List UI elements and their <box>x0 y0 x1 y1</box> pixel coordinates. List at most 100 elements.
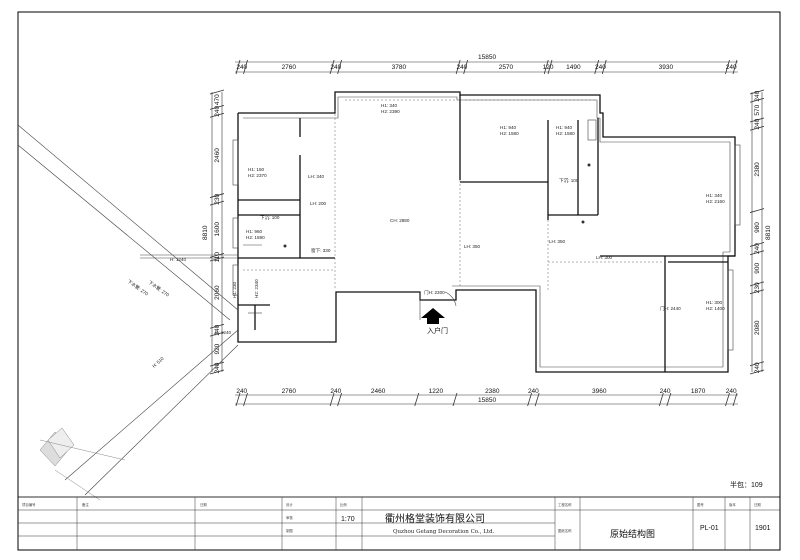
anno-lh-350b: LH: 350 <box>549 239 566 244</box>
left-seg-3: 230 <box>214 194 221 205</box>
svg-text:版本: 版本 <box>729 502 736 507</box>
right-total-dim: 8810 <box>765 225 772 240</box>
right-seg-6: 900 <box>754 262 761 273</box>
anno-door-2300: 门H: 2300 <box>424 289 445 296</box>
top-seg-4: 240 <box>456 64 467 71</box>
drawing-code: 1901 <box>755 525 771 532</box>
anno-door-2440: 门H: 2440 <box>660 305 681 312</box>
anno-h-br: H1: 300 <box>706 300 723 305</box>
anno-h-left-b2: H2: 1590 <box>246 235 265 240</box>
anno-h-kitchen2: H2: 1580 <box>500 131 519 136</box>
svg-text:日期: 日期 <box>200 502 207 507</box>
top-total-dim: 15850 <box>478 54 496 61</box>
title-block: 项目编号 备注 日期 设计 审核 制图 比例 工程名称 图纸名称 图号 版本 日… <box>17 496 781 551</box>
bottom-seg-7: 3960 <box>592 388 607 395</box>
top-seg-5: 2570 <box>499 64 514 71</box>
svg-text:制图: 制图 <box>286 528 293 533</box>
bottom-seg-10: 240 <box>726 388 737 395</box>
entrance-label: 入户门 <box>427 326 448 335</box>
right-dimension: 8810 240 570 240 2380 980 240 900 230 2080 240 <box>749 89 772 375</box>
left-seg-5: 110 <box>214 252 221 263</box>
anno-h-1240-top: H: 1240 <box>170 257 187 262</box>
diagonal-pipes <box>17 124 239 496</box>
anno-tiao-330: 窗下: 330 <box>311 247 331 254</box>
top-seg-3: 3780 <box>392 64 407 71</box>
compass-mark <box>39 427 126 501</box>
anno-h-top-center: H1: 340 <box>381 103 398 108</box>
svg-text:审核: 审核 <box>286 515 293 520</box>
left-seg-0: 470 <box>214 94 221 105</box>
anno-lh-350a: LH: 350 <box>464 244 481 249</box>
right-seg-5: 240 <box>754 243 761 254</box>
entrance-arrow <box>421 308 445 324</box>
top-seg-2: 240 <box>330 64 341 71</box>
right-seg-0: 240 <box>754 90 761 101</box>
right-seg-8: 2080 <box>754 320 761 335</box>
left-seg-9: 240 <box>214 362 221 373</box>
anno-h-bath-top: H1: 940 <box>556 125 573 130</box>
anno-h-top-center2: H2: 2390 <box>381 109 400 114</box>
left-seg-1: 240 <box>214 105 221 116</box>
bottom-seg-5: 2380 <box>485 388 500 395</box>
floor-plan-walls <box>232 91 741 373</box>
bottom-seg-1: 2760 <box>282 388 297 395</box>
anno-h-left-b: H1: 960 <box>246 229 263 234</box>
bottom-seg-2: 240 <box>330 388 341 395</box>
anno-h-1240-bot: H: 1240 <box>215 330 232 335</box>
anno-diag-270b: 下水管: 270 <box>147 279 171 299</box>
anno-h-small1: H1: 230 <box>232 281 237 298</box>
top-seg-1: 2760 <box>282 64 297 71</box>
anno-h-right2: H2: 2160 <box>706 199 725 204</box>
bottom-seg-6: 240 <box>528 388 539 395</box>
top-seg-6: 120 <box>543 64 554 71</box>
top-seg-7: 1490 <box>566 64 581 71</box>
anno-xiachen-left: 下沉: 100 <box>260 214 280 221</box>
svg-text:设计: 设计 <box>286 502 293 507</box>
right-seg-1: 570 <box>754 104 761 115</box>
left-seg-7: 240 <box>214 324 221 335</box>
bottom-seg-8: 240 <box>660 388 671 395</box>
drawing-title: 原始结构图 <box>610 528 655 539</box>
top-seg-0: 240 <box>236 64 247 71</box>
top-seg-8: 240 <box>595 64 606 71</box>
scale-value: 1:70 <box>341 516 355 523</box>
left-total-dim: 8810 <box>202 225 209 240</box>
anno-lh-200: LH: 200 <box>310 201 327 206</box>
anno-h-small2: H2: 2340 <box>254 279 259 298</box>
right-seg-9: 240 <box>754 362 761 373</box>
anno-diag-270a: 下水管: 270 <box>126 278 150 298</box>
right-seg-2: 240 <box>754 118 761 129</box>
anno-lh-340: LH: 340 <box>308 174 325 179</box>
anno-diag-510: H: 510 <box>151 356 165 369</box>
left-seg-2: 2460 <box>214 148 221 163</box>
top-seg-9: 3930 <box>659 64 674 71</box>
anno-ch-2880: CH: 2880 <box>390 218 410 223</box>
anno-h-right: H1: 340 <box>706 193 723 198</box>
bottom-total-dim: 15850 <box>478 397 496 404</box>
left-seg-4: 1600 <box>214 222 221 237</box>
outer-wall <box>237 91 736 373</box>
anno-h-br2: H2: 1400 <box>706 306 725 311</box>
right-seg-3: 2380 <box>754 162 761 177</box>
svg-text:项目编号: 项目编号 <box>22 502 36 507</box>
svg-text:备注: 备注 <box>82 502 89 507</box>
top-dimension: 15850 240 2760 240 3780 240 2570 120 1490 240 393… <box>235 54 738 75</box>
anno-h-left2: H2: 2370 <box>248 173 267 178</box>
anno-h-left: H1: 150 <box>248 167 265 172</box>
company-name-cn: 衢州格堂装饰有限公司 <box>385 512 485 525</box>
anno-lh-300: LH: 300 <box>596 255 613 260</box>
drawing-number: PL-01 <box>700 525 719 532</box>
right-seg-7: 230 <box>754 282 761 293</box>
bottom-seg-9: 1870 <box>691 388 706 395</box>
right-seg-4: 980 <box>754 222 761 233</box>
company-name-en: Quzhou Getang Decoration Co., Ltd. <box>393 529 495 535</box>
anno-h-bath-top2: H2: 1580 <box>556 131 575 136</box>
left-seg-8: 920 <box>214 343 221 354</box>
half-pack-label: 半包：109 <box>730 480 763 489</box>
svg-text:日期: 日期 <box>754 502 761 507</box>
anno-h-kitchen: H1: 940 <box>500 125 517 130</box>
svg-text:工程名称: 工程名称 <box>558 502 572 507</box>
